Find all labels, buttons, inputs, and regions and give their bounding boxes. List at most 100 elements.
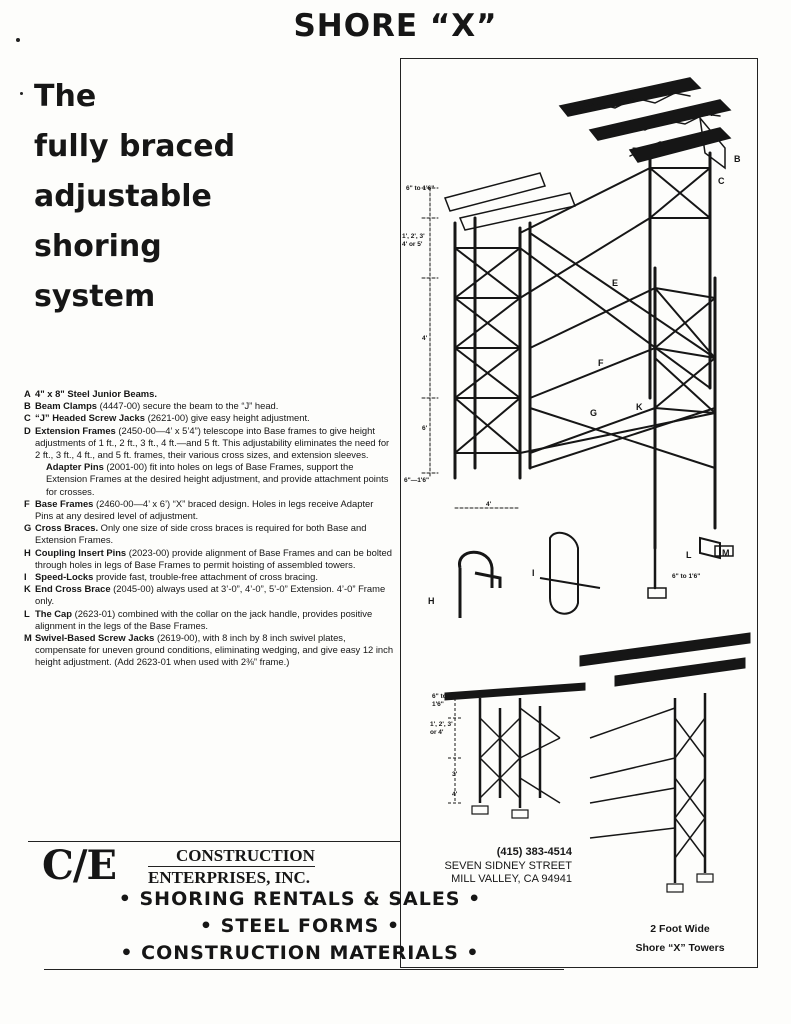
legend-key: G <box>24 522 32 534</box>
service-line: • SHORING RENTALS & SALES • <box>118 888 482 910</box>
illustration-frame <box>400 58 758 968</box>
scan-speck <box>20 92 23 95</box>
part-callout: M <box>722 548 730 558</box>
company-name-line: ENTERPRISES, INC. <box>148 868 311 887</box>
legend-part-name: 4" x 8" Steel Junior Beams. <box>35 388 157 399</box>
legend-part-name: Base Frames <box>35 497 94 509</box>
part-callout: I <box>532 568 535 578</box>
dimension-label: 6" to 1'6" <box>672 573 700 580</box>
junior-beam-top <box>628 127 732 163</box>
scan-speck <box>16 38 20 42</box>
legend-part-name: Beam Clamps <box>35 400 98 412</box>
dimension-label: 6' <box>422 425 428 432</box>
legend-item: F Base Frames (2460-00—4’ x 6’) “X” brace… <box>24 498 394 522</box>
legend-key: A <box>24 388 31 399</box>
legend-description: (2001-00) fit into holes on legs of Base… <box>46 461 389 497</box>
base-plate <box>471 805 714 893</box>
headline-line: fully braced <box>34 129 236 164</box>
company-name-line: CONSTRUCTION <box>148 846 315 867</box>
legend-part-name: “J” Headed Screw Jacks <box>35 412 145 424</box>
service-line: • CONSTRUCTION MATERIALS • <box>120 942 480 964</box>
headline-line: The <box>34 79 97 114</box>
junior-beam-top <box>588 99 732 141</box>
screw-jack-head-detail <box>458 550 502 618</box>
legend-key: L <box>24 607 30 619</box>
legend-part-name: Swivel-Based Screw Jacks <box>35 632 155 644</box>
part-callout: G <box>590 408 597 418</box>
legend-key: C <box>24 412 31 424</box>
footer-rule <box>28 841 400 842</box>
truss-web <box>604 113 721 137</box>
small-tower-drawing <box>444 632 751 893</box>
part-callout: C <box>718 176 725 186</box>
part-callout: E <box>612 278 618 288</box>
illustration-caption: 2 Foot Wide Shore “X” Towers <box>610 920 750 958</box>
junior-beam-small <box>444 682 586 701</box>
caption-line: 2 Foot Wide <box>650 923 710 935</box>
legend-key: M <box>24 632 32 644</box>
detail-drawings <box>458 531 721 618</box>
junior-beam-small <box>579 632 751 667</box>
legend-description: (2460-00—4’ x 6’) “X” braced design. Hol… <box>35 497 374 522</box>
legend-description: (2023-00) provide alignment of Base Fram… <box>35 546 392 570</box>
dimension-label: 6"—1'6" <box>404 477 429 484</box>
legend-item: I Speed-Locks provide fast, trouble-free … <box>24 571 394 583</box>
company-name: CONSTRUCTION ENTERPRISES, INC. <box>148 846 315 887</box>
legend-part-name: The Cap <box>35 607 72 619</box>
dimension-lines <box>448 697 462 804</box>
dimension-label: 4' <box>486 501 492 508</box>
dimension-label: 4' <box>452 791 458 798</box>
part-callout: A <box>706 108 713 118</box>
legend-item: Adapter Pins (2001-00) fit into holes on… <box>24 461 394 498</box>
part-callout: B <box>734 154 741 164</box>
timber-beam <box>443 172 547 212</box>
parts-legend: A 4" x 8" Steel Junior Beams. B Beam Clamp… <box>24 388 394 669</box>
x-cross-brace <box>479 707 706 859</box>
legend-key: K <box>24 583 31 595</box>
company-logo: C/E <box>42 842 117 889</box>
part-callout: K <box>636 402 643 412</box>
legend-part-name: Adapter Pins <box>46 461 104 473</box>
towers-drawing <box>421 77 734 599</box>
legend-part-name: Coupling Insert Pins <box>35 546 127 558</box>
legend-part-name: Speed-Locks <box>35 571 94 583</box>
legend-key: B <box>24 400 31 412</box>
legend-item: H Coupling Insert Pins (2023-00) provide … <box>24 547 394 571</box>
legend-description: provide fast, trouble-free attachment of… <box>93 571 318 583</box>
base-plate <box>647 545 734 599</box>
legend-description: (2045-00) always used at 3’-0”, 4’-0”, 5… <box>35 583 386 607</box>
city-address: MILL VALLEY, CA 94941 <box>451 873 572 885</box>
legend-key: D <box>24 424 31 436</box>
legend-item: A 4" x 8" Steel Junior Beams. <box>24 388 394 400</box>
junior-beam-top <box>558 77 702 117</box>
dimension-label: 4' <box>422 335 428 342</box>
headline: The fully braced adjustable shoring syst… <box>34 72 235 322</box>
truss-web <box>574 92 691 114</box>
part-callout: D <box>632 146 639 156</box>
headline-line: system <box>34 279 156 314</box>
legend-key: I <box>24 571 27 583</box>
speed-lock-detail <box>539 531 601 615</box>
headline-line: shoring <box>34 229 162 264</box>
legend-description: (2450-00—4’ x 5’4”) telescope into Base … <box>35 424 390 461</box>
caption-line: Shore “X” Towers <box>635 942 725 954</box>
timber-beam <box>458 192 577 231</box>
legend-part-name: End Cross Brace <box>35 583 111 595</box>
dimension-label: 1', 2', 3'4' or 5' <box>402 233 425 248</box>
legend-key: F <box>24 497 30 509</box>
part-callout: F <box>598 358 604 368</box>
dimension-lines <box>421 187 521 509</box>
service-line: • STEEL FORMS • <box>199 915 401 937</box>
part-callout: L <box>686 550 692 560</box>
x-cross-brace <box>454 167 716 469</box>
legend-item: C“J” Headed Screw Jacks (2621-00) give e… <box>24 412 394 424</box>
part-callout: H <box>428 596 435 606</box>
phone-number: (415) 383-4514 <box>496 846 572 858</box>
page-title: SHORE “X” <box>293 8 498 44</box>
legend-key: H <box>24 546 31 558</box>
